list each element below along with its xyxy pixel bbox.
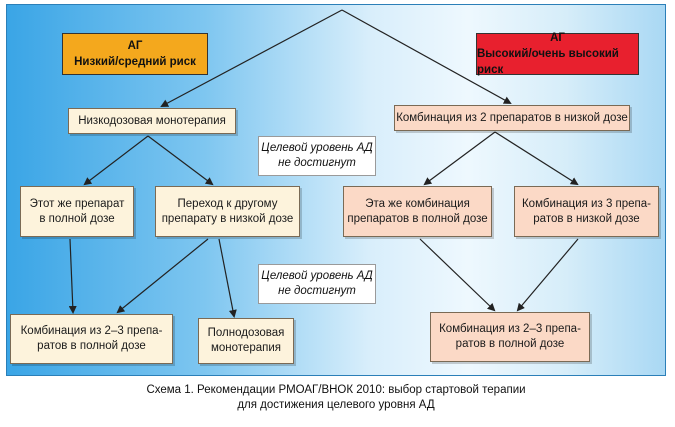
arrow-lowmono-to-samedrug: [83, 135, 149, 186]
node-combo-2-3-full-dose-right: Комбинация из 2–3 препа- ратов в полной …: [430, 312, 590, 362]
arrow-highcombo-to-samecombo: [423, 131, 496, 186]
caption-line-1: Схема 1. Рекомендации РМОАГ/ВНОК 2010: в…: [146, 384, 526, 396]
header-low-title: АГ: [127, 40, 143, 52]
figure-caption: Схема 1. Рекомендации РМОАГ/ВНОК 2010: в…: [6, 377, 666, 423]
node-three-drug-low-dose: Комбинация из 3 препа- ратов в низкой до…: [514, 186, 659, 237]
arrow-root-to-low-mono: [160, 9, 343, 107]
header-high-subtitle: Высокий/очень высокий риск: [477, 48, 619, 76]
node-low-dose-monotherapy: Низкодозовая монотерапия: [68, 108, 236, 134]
header-high-risk: АГ Высокий/очень высокий риск: [476, 32, 639, 76]
note-target-not-reached-top: Целевой уровень АД не достигнут: [258, 136, 376, 176]
header-low-risk: АГ Низкий/средний риск: [62, 33, 208, 75]
arrow-samecombo-to-combo23-right: [419, 238, 496, 312]
header-high-title: АГ: [550, 32, 565, 44]
node-combo-2-3-full-dose-left: Комбинация из 2–3 препа- ратов в полной …: [10, 314, 173, 364]
arrow-switchdrug-to-fullmono: [218, 238, 237, 318]
arrow-lowmono-to-switchdrug: [147, 135, 214, 186]
arrow-samedrug-to-combo23-left: [68, 238, 77, 314]
note-target-not-reached-bottom: Целевой уровень АД не достигнут: [258, 264, 376, 304]
caption-line-2: для достижения целевого уровня АД: [237, 399, 435, 411]
node-two-drug-low-dose-combo: Комбинация из 2 препаратов в низкой дозе: [394, 105, 630, 131]
header-low-subtitle: Низкий/средний риск: [74, 56, 196, 68]
node-full-dose-monotherapy: Полнодозовая монотерапия: [198, 318, 294, 364]
arrow-switchdrug-to-combo23-left: [116, 238, 209, 314]
arrow-root-to-high-combo: [341, 9, 512, 104]
arrow-combo3-to-combo23-right: [516, 238, 579, 312]
arrow-highcombo-to-combo3: [494, 131, 579, 186]
node-same-combo-full-dose: Эта же комбинация препаратов в полной до…: [343, 186, 492, 237]
node-same-drug-full-dose: Этот же препарат в полной дозе: [20, 186, 134, 237]
node-switch-drug-low-dose: Переход к другому препарату в низкой доз…: [155, 186, 300, 237]
